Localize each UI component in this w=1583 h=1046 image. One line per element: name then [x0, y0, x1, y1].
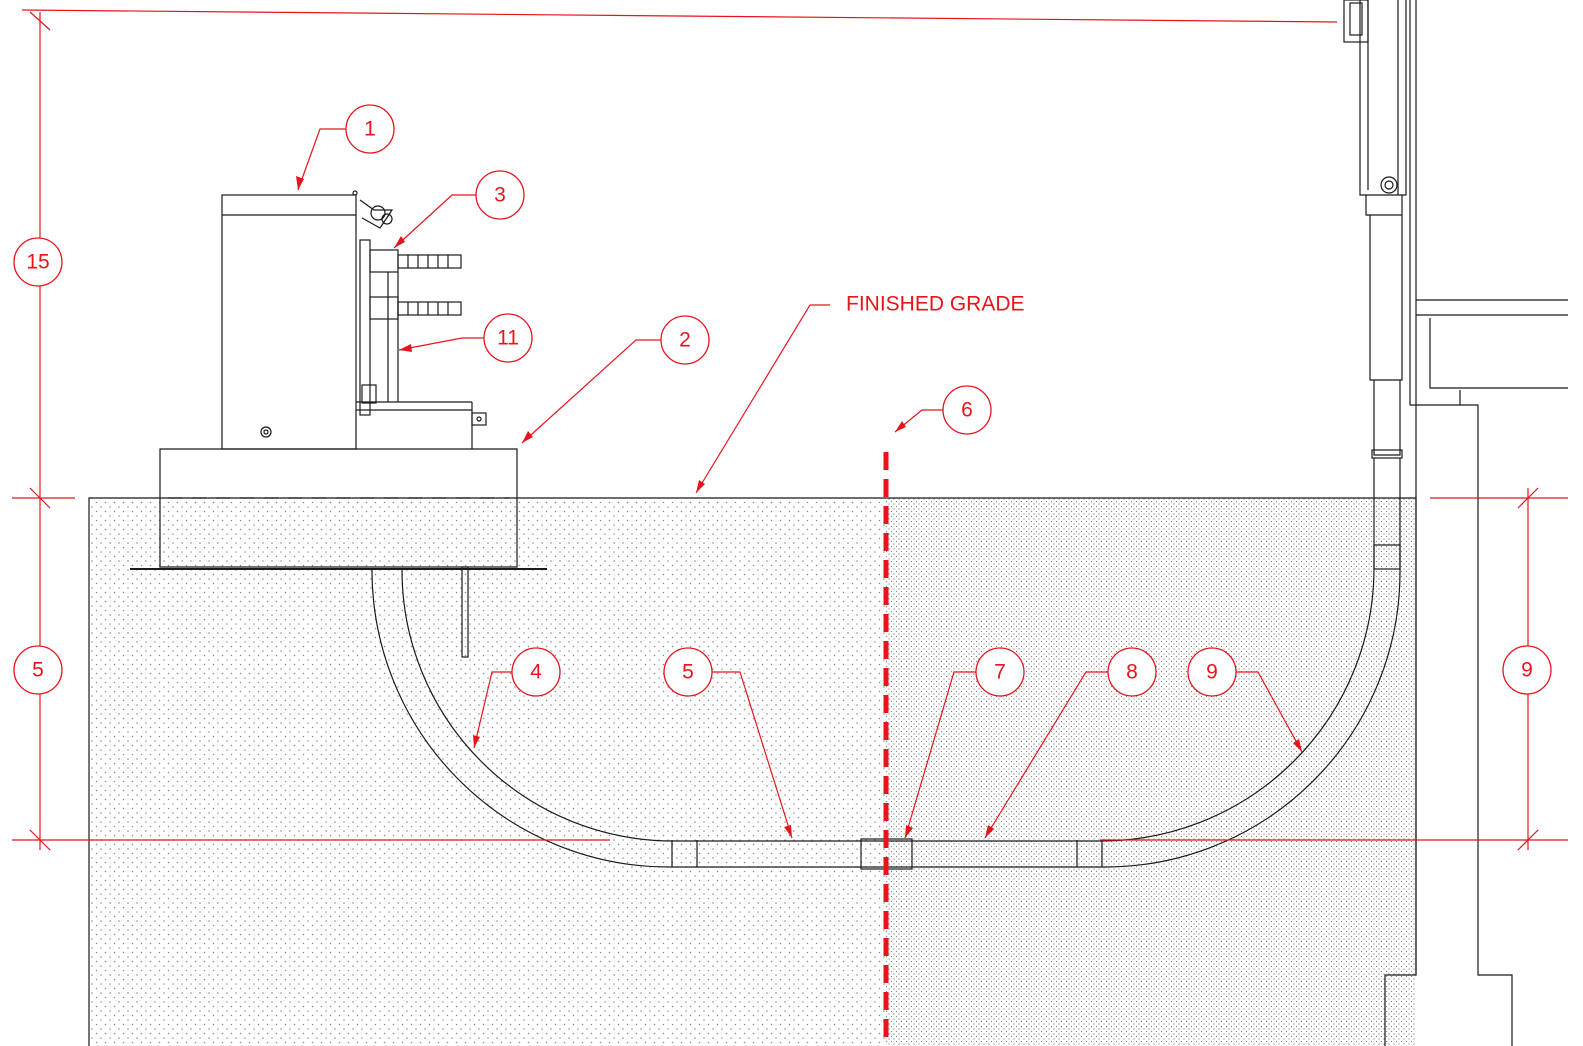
callout-2: 2 [660, 315, 710, 365]
svg-text:9: 9 [1521, 659, 1533, 682]
underground-conduit [371, 544, 1401, 870]
svg-text:15: 15 [26, 251, 49, 274]
pad-foundation [130, 448, 547, 658]
callout-11: 11 [483, 313, 533, 363]
svg-text:8: 8 [1126, 661, 1138, 684]
svg-text:3: 3 [494, 184, 506, 207]
callout-1: 1 [345, 104, 395, 154]
svg-text:6: 6 [961, 399, 973, 422]
svg-text:5: 5 [32, 659, 44, 682]
arrowheads [296, 176, 1302, 838]
pedestal-unit [221, 190, 487, 450]
soil-left-region [89, 498, 886, 1046]
callout-8: 8 [1107, 647, 1157, 697]
soil-right-region [886, 498, 1416, 1046]
svg-text:4: 4 [530, 661, 542, 684]
dimension-9: 9 [1502, 645, 1552, 695]
svg-text:1: 1 [364, 118, 376, 141]
building-wall [1409, 0, 1568, 1046]
callout-9: 9 [1187, 647, 1237, 697]
wall-riser-conduit [1343, 0, 1407, 545]
dimension-15: 15 [13, 237, 63, 287]
svg-text:9: 9 [1206, 661, 1218, 684]
finished-grade-label: FINISHED GRADE [846, 293, 1025, 316]
callout-5: 5 [663, 647, 713, 697]
dimension-5: 5 [13, 645, 63, 695]
svg-text:11: 11 [497, 327, 519, 350]
callout-7: 7 [975, 647, 1025, 697]
svg-text:7: 7 [994, 661, 1006, 684]
callout-6: 6 [942, 385, 992, 435]
callout-4: 4 [511, 647, 561, 697]
svg-text:5: 5 [682, 661, 694, 684]
callout-3: 3 [475, 170, 525, 220]
svg-text:2: 2 [679, 329, 691, 352]
dimension-lines [12, 9, 1568, 851]
